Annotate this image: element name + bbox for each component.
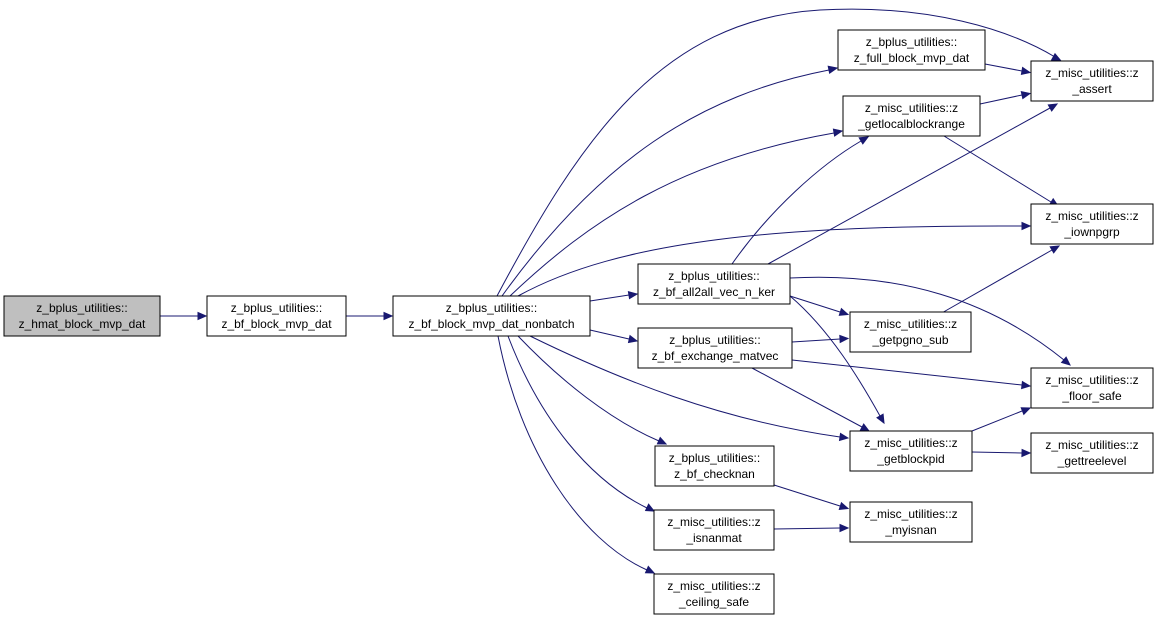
node-z-ceiling-safe[interactable]: z_misc_utilities::z _ceiling_safe bbox=[653, 573, 775, 615]
node-label-line1: z_bplus_utilities:: bbox=[669, 451, 760, 465]
edge-checknan-to-myisnan bbox=[773, 484, 850, 510]
node-label-line1: z_misc_utilities::z bbox=[1045, 373, 1138, 387]
edge-hmat-to-bf bbox=[160, 311, 208, 321]
node-label-line1: z_misc_utilities::z bbox=[667, 515, 760, 529]
edge-nonbatch-to-blockpid bbox=[529, 335, 850, 442]
node-label-line2: _iownpgrp bbox=[1063, 225, 1120, 239]
edge-blockpid-to-treelevel bbox=[971, 448, 1032, 458]
edge-nonbatch-to-exchange bbox=[589, 329, 639, 344]
node-z-hmat-block-mvp-dat[interactable]: z_bplus_utilities:: z_hmat_block_mvp_dat bbox=[3, 295, 161, 337]
node-label-line1: z_misc_utilities::z bbox=[1045, 209, 1138, 223]
edge-localrange-to-assert bbox=[979, 90, 1032, 105]
node-z-iownpgrp[interactable]: z_misc_utilities::z _iownpgrp bbox=[1030, 203, 1154, 245]
node-z-isnanmat[interactable]: z_misc_utilities::z _isnanmat bbox=[653, 509, 775, 551]
node-label-line2: z_bf_block_mvp_dat_nonbatch bbox=[408, 317, 574, 331]
node-z-assert[interactable]: z_misc_utilities::z _assert bbox=[1030, 60, 1154, 102]
node-label-line2: z_full_block_mvp_dat bbox=[854, 51, 970, 65]
node-label-line1: z_bplus_utilities:: bbox=[36, 301, 127, 315]
node-label-line1: z_bplus_utilities:: bbox=[446, 301, 537, 315]
edge-exchange-to-floor bbox=[791, 359, 1032, 390]
node-z-bf-block-mvp-dat[interactable]: z_bplus_utilities:: z_bf_block_mvp_dat bbox=[206, 295, 347, 337]
edge-all2all-to-assert bbox=[767, 103, 1059, 265]
node-label-line2: _floor_safe bbox=[1061, 389, 1122, 403]
edges-layer bbox=[160, 8, 1071, 574]
node-z-myisnan[interactable]: z_misc_utilities::z _myisnan bbox=[849, 501, 973, 543]
edge-exchange-to-pgno bbox=[791, 334, 850, 344]
edge-exchange-to-blockpid bbox=[751, 367, 871, 432]
node-label-line1: z_misc_utilities::z bbox=[864, 317, 957, 331]
node-label-line2: _ceiling_safe bbox=[678, 595, 749, 609]
node-label-line2: z_bf_block_mvp_dat bbox=[221, 317, 332, 331]
edge-nonbatch-to-all2all bbox=[589, 291, 639, 302]
node-label-line1: z_bplus_utilities:: bbox=[669, 333, 760, 347]
node-label-line1: z_misc_utilities::z bbox=[1045, 438, 1138, 452]
edge-pgno-to-iownpgrp bbox=[939, 245, 1061, 315]
edge-localrange-to-iownpgrp bbox=[943, 135, 1060, 207]
node-z-bf-all2all-vec-n-ker[interactable]: z_bplus_utilities:: z_bf_all2all_vec_n_k… bbox=[637, 263, 791, 305]
node-z-floor-safe[interactable]: z_misc_utilities::z _floor_safe bbox=[1030, 367, 1154, 409]
edge-nonbatch-to-iownpgrp bbox=[517, 221, 1032, 297]
node-label-line1: z_bplus_utilities:: bbox=[231, 301, 322, 315]
node-z-getpgno-sub[interactable]: z_misc_utilities::z _getpgno_sub bbox=[849, 311, 972, 353]
node-label-line1: z_misc_utilities::z bbox=[864, 436, 957, 450]
edge-isnanmat-to-myisnan bbox=[773, 523, 850, 533]
node-label-line2: z_bf_exchange_matvec bbox=[652, 349, 779, 363]
node-z-bf-block-mvp-dat-nonbatch[interactable]: z_bplus_utilities:: z_bf_block_mvp_dat_n… bbox=[392, 295, 591, 337]
node-label-line1: z_misc_utilities::z bbox=[1045, 66, 1138, 80]
node-label-line1: z_misc_utilities::z bbox=[667, 579, 760, 593]
node-label-line2: _getpgno_sub bbox=[871, 333, 948, 347]
nodes-layer: z_bplus_utilities:: z_hmat_block_mvp_dat… bbox=[3, 29, 1154, 615]
node-z-gettreelevel[interactable]: z_misc_utilities::z _gettreelevel bbox=[1030, 432, 1154, 474]
edge-all2all-to-blockpid bbox=[789, 295, 885, 425]
node-label-line1: z_bplus_utilities:: bbox=[668, 269, 759, 283]
node-z-getlocalblockrange[interactable]: z_misc_utilities::z _getlocalblockrange bbox=[842, 95, 981, 137]
node-z-bf-checknan[interactable]: z_bplus_utilities:: z_bf_checknan bbox=[654, 445, 775, 487]
edge-nonbatch-to-localrange bbox=[509, 128, 844, 297]
node-z-getblockpid[interactable]: z_misc_utilities::z _getblockpid bbox=[849, 430, 973, 472]
edge-nonbatch-to-ceiling bbox=[497, 335, 656, 574]
node-label-line2: _assert bbox=[1071, 82, 1112, 96]
node-z-bf-exchange-matvec[interactable]: z_bplus_utilities:: z_bf_exchange_matvec bbox=[637, 327, 793, 369]
node-label-line2: z_hmat_block_mvp_dat bbox=[19, 317, 146, 331]
edge-nonbatch-to-checknan bbox=[517, 335, 668, 445]
edge-bf-to-nonbatch bbox=[346, 311, 394, 321]
edge-full-to-assert bbox=[984, 63, 1032, 76]
edge-all2all-to-localrange bbox=[731, 136, 870, 265]
edge-nonbatch-to-full bbox=[501, 65, 839, 297]
edge-nonbatch-to-isnanmat bbox=[507, 335, 656, 512]
node-label-line2: _isnanmat bbox=[685, 531, 742, 545]
node-label-line2: z_bf_checknan bbox=[674, 467, 755, 481]
edge-all2all-to-floor bbox=[789, 276, 1071, 366]
node-z-full-block-mvp-dat[interactable]: z_bplus_utilities:: z_full_block_mvp_dat bbox=[837, 29, 986, 71]
node-label-line2: _myisnan bbox=[884, 523, 936, 537]
node-label-line2: _getblockpid bbox=[876, 452, 944, 466]
node-label-line2: z_bf_all2all_vec_n_ker bbox=[653, 285, 775, 299]
edge-blockpid-to-floor bbox=[971, 407, 1032, 432]
node-label-line1: z_bplus_utilities:: bbox=[866, 35, 957, 49]
node-label-line2: _gettreelevel bbox=[1057, 454, 1127, 468]
node-label-line1: z_misc_utilities::z bbox=[865, 101, 958, 115]
node-label-line2: _getlocalblockrange bbox=[857, 117, 965, 131]
node-label-line1: z_misc_utilities::z bbox=[864, 507, 957, 521]
edge-all2all-to-pgno bbox=[789, 295, 850, 316]
